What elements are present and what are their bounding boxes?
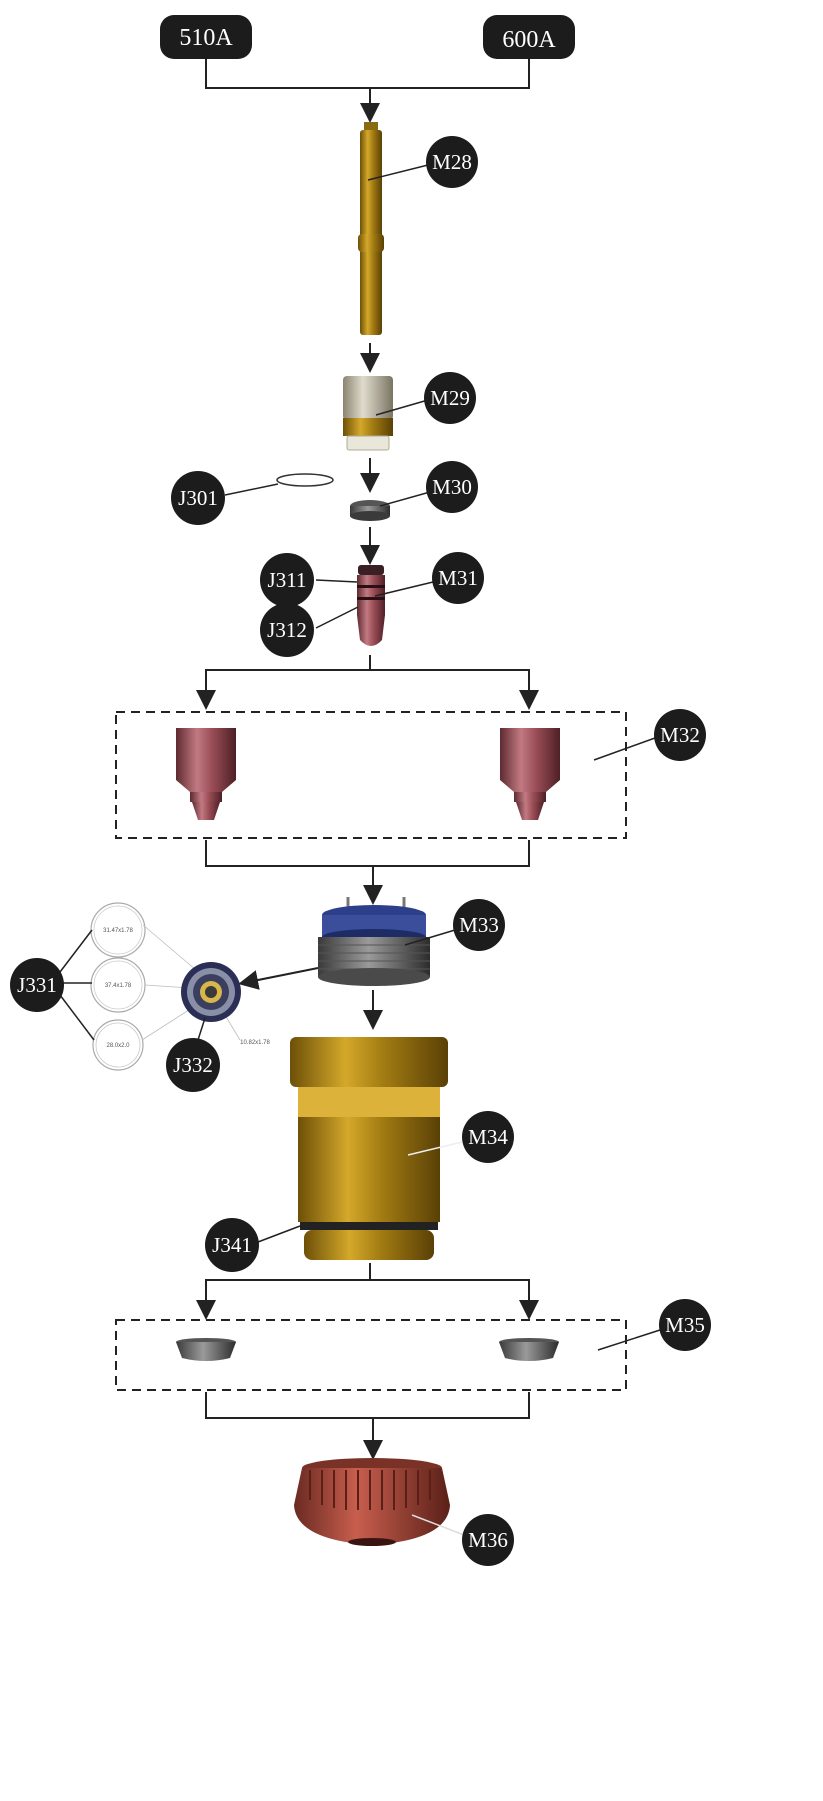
m33-tag: M33 [453,899,505,951]
m33-part-image [318,897,430,986]
m31-part-image [357,565,385,646]
j332-label: J332 [173,1053,213,1077]
m29-part-image [343,376,393,451]
oring-spec-b: 37.4x1.78 [105,983,132,989]
split-arrow-right-m32 [370,669,539,710]
j312-label: J312 [267,618,307,642]
m30-tag: M30 [426,461,478,513]
oring-spec-c: 28.0x2.0 [106,1043,130,1049]
j332-leader [197,1017,206,1041]
j341-tag: J341 [205,1218,259,1272]
oring-spec-d: 10.82x1.78 [240,1040,270,1046]
merge-connector-m35 [205,1392,530,1419]
j312-tag: J312 [260,603,314,657]
m34-part-image [290,1037,448,1260]
m32-right-part-image [500,728,560,820]
m30-leader [379,491,431,507]
merge-connector-m32 [205,840,530,867]
m36-label: M36 [468,1528,508,1552]
j311-tag: J311 [260,553,314,607]
merge-connector-top [205,59,530,89]
option-510a-pill: 510A [160,15,252,59]
split-arrow-left-m32 [196,655,371,710]
m33-label: M33 [459,913,499,937]
m35-right-part-image [499,1338,559,1361]
m33-leader [404,929,456,946]
m32-left-part-image [176,728,236,820]
j312-leader [315,606,359,629]
j301-leader [224,483,279,496]
m36-leader [411,1514,465,1536]
j311-leader [315,579,358,583]
option-600a-pill: 600A [483,15,575,59]
split-arrow-right-m35 [370,1279,539,1320]
m35-options-box [115,1319,627,1391]
j331-tag: J331 [10,958,64,1012]
m28-label: M28 [432,150,472,174]
m32-tag: M32 [654,709,706,761]
m35-tag: M35 [659,1299,711,1351]
j331-label: J331 [17,973,57,997]
m31-leader [374,581,434,597]
m28-leader [367,164,429,181]
j301-tag: J301 [171,471,225,525]
split-arrow-left-m35 [196,1263,371,1320]
m34-leader [407,1141,463,1156]
j332-tag: J332 [166,1038,220,1092]
option-510a-label: 510A [179,25,233,51]
option-600a-label: 600A [502,27,556,53]
j301-label: J301 [178,486,218,510]
m36-tag: M36 [462,1514,514,1566]
j332-part-image [181,962,241,1022]
m30-part-image [350,500,390,521]
m32-label: M32 [660,723,700,747]
m32-leader [593,737,656,761]
m31-label: M31 [438,566,478,590]
m32-options-box [115,711,627,839]
m31-tag: M31 [432,552,484,604]
j331-leader-top [59,929,93,973]
m35-label: M35 [665,1313,705,1337]
j331-leader-bottom [59,994,95,1041]
m34-label: M34 [468,1125,508,1149]
j341-leader [257,1225,301,1243]
m29-label: M29 [430,386,470,410]
m36-part-image [294,1458,450,1546]
oring-spec-a: 31.47x1.78 [103,928,133,934]
m29-tag: M29 [424,372,476,424]
m29-leader [375,399,429,416]
m28-tag: M28 [426,136,478,188]
j311-label: J311 [268,568,307,592]
j331-oring-detail: 31.47x1.78 37.4x1.78 28.0x2.0 10.82x1.78 [90,902,271,1071]
m35-left-part-image [176,1338,236,1361]
j301-oring-image [276,473,334,487]
m35-leader [597,1329,661,1351]
m30-label: M30 [432,475,472,499]
m34-tag: M34 [462,1111,514,1163]
m28-part-image [358,122,384,335]
arrow-to-j332-detail [238,967,319,990]
j341-label: J341 [212,1233,252,1257]
